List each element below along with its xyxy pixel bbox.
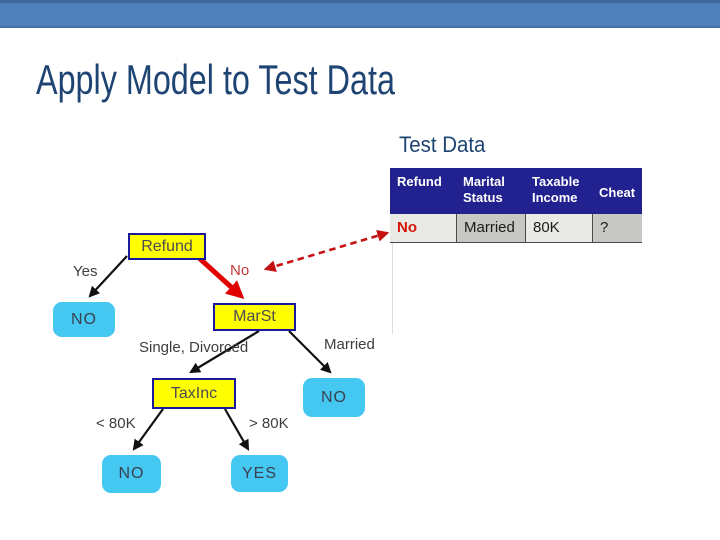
leaf-yes-gt80k: YES [231, 455, 288, 492]
cell-marital-status: Married [456, 214, 525, 242]
test-data-table: Refund Marital Status Taxable Income Che… [390, 168, 642, 243]
table-edge-shadow [392, 242, 393, 334]
dashed-match-arrow [263, 229, 390, 273]
leaf-no-married: NO [303, 378, 365, 417]
edge-taxinc-gt80k [224, 408, 250, 451]
cell-refund: No [390, 214, 456, 242]
edge-taxinc-lt80k [132, 408, 164, 451]
table-header-refund: Refund [397, 174, 442, 189]
slide-title: Apply Model to Test Data [36, 56, 395, 103]
test-data-caption: Test Data [399, 132, 486, 157]
tree-node-marst: MarSt [213, 303, 296, 331]
cell-taxable-income: 80K [525, 214, 592, 242]
table-header-cheat: Cheat [599, 185, 636, 200]
table-row: No Married 80K ? [390, 214, 642, 243]
edge-label-married: Married [324, 336, 375, 353]
table-header-row: Refund Marital Status Taxable Income Che… [390, 168, 642, 214]
table-header-marital-status: Marital Status [463, 174, 505, 205]
edge-label-no: No [230, 262, 250, 279]
tree-node-taxinc: TaxInc [152, 378, 236, 409]
cell-cheat: ? [592, 214, 642, 242]
edge-label-yes: Yes [73, 263, 98, 280]
tree-node-refund: Refund [128, 233, 206, 260]
table-header-taxable-income: Taxable Income [532, 174, 580, 205]
leaf-no-refund-yes: NO [53, 302, 115, 337]
leaf-no-lt80k: NO [102, 455, 161, 493]
top-accent-bar [0, 0, 720, 28]
edge-label-single-divorced: Single, Divorced [139, 339, 249, 356]
edge-label-gt80k: > 80K [249, 415, 289, 432]
edge-label-lt80k: < 80K [96, 415, 136, 432]
